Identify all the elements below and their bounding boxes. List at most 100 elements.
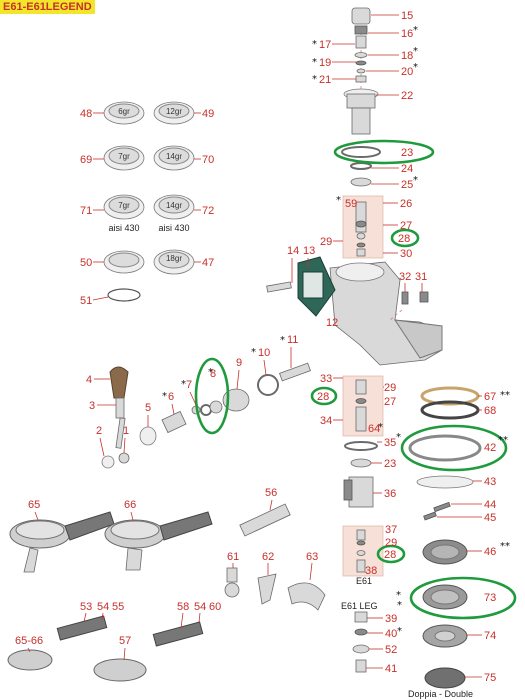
part-number: 61 (227, 551, 239, 563)
highlight-ring (376, 544, 406, 564)
page-title: E61-E61LEGEND (0, 0, 95, 14)
star-icon: ** (498, 435, 508, 446)
part-number: 31 (415, 271, 427, 283)
part-number: 62 (262, 551, 274, 563)
part-number: 29 (320, 236, 332, 248)
basket-label: 6gr (118, 107, 130, 116)
part-number: 10 (258, 347, 270, 359)
star-icon: * (181, 379, 186, 390)
part-number: 52 (385, 644, 397, 656)
basket-label: 18gr (166, 254, 182, 263)
part-number: 75 (484, 672, 496, 684)
valve-stack (266, 7, 443, 673)
star-icon: * (413, 175, 418, 186)
part-number: 63 (306, 551, 318, 563)
part-number: 65-66 (15, 635, 43, 647)
part-number: 1 (123, 425, 129, 437)
part-number: 72 (202, 205, 214, 217)
part-number: 6 (168, 391, 174, 403)
part-number: 59 (345, 198, 357, 210)
star-icon: * (312, 39, 317, 50)
part-number: 27 (400, 220, 412, 232)
star-icon: * (396, 590, 401, 601)
part-number: 14 (287, 245, 299, 257)
part-number: 13 (303, 245, 315, 257)
part-number: 54 (97, 601, 109, 613)
basket-label: 7gr (118, 201, 130, 210)
basket-label: 12gr (166, 107, 182, 116)
part-number: 65 (28, 499, 40, 511)
part-number: 38 (365, 565, 377, 577)
highlight-ring (400, 424, 508, 472)
part-number: 64 (368, 423, 380, 435)
star-icon: * (413, 62, 418, 73)
highlight-ring (409, 576, 517, 620)
part-number: 41 (385, 663, 397, 675)
part-number: 53 (80, 601, 92, 613)
part-number: 19 (319, 57, 331, 69)
part-number: 9 (236, 357, 242, 369)
star-icon: ** (500, 541, 510, 552)
part-number: 17 (319, 39, 331, 51)
column-label: E61 LEG (341, 601, 378, 611)
part-number: 48 (80, 108, 92, 120)
part-number: 66 (124, 499, 136, 511)
part-number: 7 (186, 379, 192, 391)
part-number: 26 (400, 198, 412, 210)
part-number: 27 (384, 396, 396, 408)
star-icon: * (312, 57, 317, 68)
part-number: 45 (484, 512, 496, 524)
star-icon: * (397, 626, 402, 637)
part-number: 73 (484, 592, 496, 604)
part-number: 12 (326, 317, 338, 329)
part-number: 71 (80, 205, 92, 217)
star-icon: * (280, 335, 285, 346)
basket-label: 7gr (118, 152, 130, 161)
part-number: 70 (202, 154, 214, 166)
part-number: 20 (401, 66, 413, 78)
part-number: 74 (484, 630, 496, 642)
part-number: 32 (399, 271, 411, 283)
gasket-shower-group (408, 386, 482, 689)
lever-group (101, 362, 311, 469)
part-number: 57 (119, 635, 131, 647)
part-number: 16 (401, 28, 413, 40)
part-number: 11 (287, 334, 298, 346)
star-icon: * (413, 25, 418, 36)
star-icon: * (162, 391, 167, 402)
column-label: E61 (356, 576, 372, 586)
part-number: 29 (385, 537, 397, 549)
material-label: aisi 430 (108, 223, 139, 233)
part-number: 30 (400, 248, 412, 260)
highlight-markers (194, 139, 517, 620)
star-icon: * (251, 347, 256, 358)
highlight-ring (333, 139, 435, 165)
part-number: 21 (319, 74, 331, 86)
star-icon: * (312, 74, 317, 85)
star-icon: ** (500, 390, 510, 401)
part-number: 35 (384, 437, 396, 449)
part-number: 25 (401, 179, 413, 191)
part-number: 60 (209, 601, 221, 613)
part-number: 69 (80, 154, 92, 166)
part-number: 67 (484, 391, 496, 403)
basket-group: 6gr 12gr 48 49 7gr 14gr 69 70 7gr 14gr 7… (80, 101, 214, 302)
part-number: 8 (210, 368, 216, 380)
basket-label: 14gr (166, 201, 182, 210)
portafilter-group (7, 503, 326, 682)
part-number: 18 (401, 50, 413, 62)
star-icon: * (413, 46, 418, 57)
part-number: 37 (385, 524, 397, 536)
part-number: 33 (320, 373, 332, 385)
star-markers: * * * * * * * * * * * * * * * * * ** ** … (162, 25, 510, 637)
lever-knob (109, 366, 129, 399)
part-number: 28 (398, 233, 410, 245)
star-icon: * (378, 422, 383, 433)
part-number: 28 (317, 391, 329, 403)
part-number: 5 (145, 402, 151, 414)
part-number: 51 (80, 295, 92, 307)
part-number: 4 (86, 374, 92, 386)
part-number: 24 (401, 163, 413, 175)
part-number: 22 (401, 90, 413, 102)
